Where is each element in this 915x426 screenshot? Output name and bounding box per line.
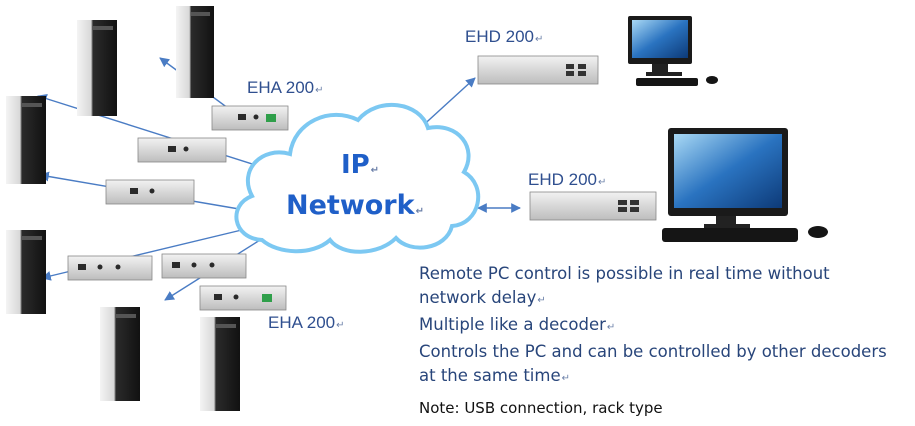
- label-ehd-top-text: EHD 200: [465, 27, 534, 46]
- description-line-3-text: Multiple like a decoder: [419, 315, 606, 334]
- description-line-3: Multiple like a decoder↵: [419, 313, 914, 340]
- description-line-2: network delay↵: [419, 286, 914, 313]
- tower-pc-6: [200, 317, 240, 411]
- desktop-monitor-small: [628, 16, 718, 86]
- cloud-label-network: Network↵: [280, 190, 430, 221]
- return-mark: ↵: [534, 34, 544, 45]
- arrow-ehd-top: [417, 77, 476, 131]
- description-line-5-text: at the same time: [419, 366, 561, 385]
- description-line-2-text: network delay: [419, 288, 537, 307]
- eha-box-2: [137, 137, 227, 163]
- note-text: Note: USB connection, rack type: [419, 399, 663, 417]
- tower-pc-3: [6, 96, 46, 184]
- ehd-box-2: [529, 191, 657, 221]
- return-mark: ↵: [561, 373, 570, 384]
- label-ehd-middle: EHD 200↵: [528, 170, 606, 190]
- tower-pc-1: [77, 20, 117, 116]
- cloud-network-text: Network: [286, 190, 415, 221]
- description-text: Remote PC control is possible in real ti…: [419, 262, 914, 391]
- label-eha-top-text: EHA 200: [247, 78, 315, 97]
- arrow-left-tower-1: [37, 93, 266, 169]
- tower-pc-group: [6, 6, 240, 411]
- label-ehd-top: EHD 200↵: [465, 27, 543, 47]
- ehd-box-1: [477, 55, 599, 85]
- label-eha-bottom-text: EHA 200: [268, 313, 336, 332]
- tower-pc-5: [100, 307, 140, 401]
- tower-pc-4: [6, 230, 46, 314]
- eha-box-1: [211, 105, 289, 131]
- return-mark: ↵: [606, 322, 616, 333]
- description-line-5: at the same time↵: [419, 364, 914, 391]
- return-mark: ↵: [315, 85, 324, 96]
- eha-box-6: [199, 285, 287, 311]
- cloud-ip-text: IP: [340, 150, 370, 180]
- label-ehd-middle-text: EHD 200: [528, 170, 597, 189]
- desktop-monitor-large: [662, 128, 828, 242]
- ip-network-cloud: [234, 102, 481, 254]
- description-line-4-text: Controls the PC and can be controlled by…: [419, 342, 887, 361]
- ehd-decoder-group: [477, 55, 657, 221]
- return-mark: ↵: [537, 295, 546, 306]
- return-mark: ↵: [415, 206, 424, 217]
- return-mark: ↵: [597, 177, 607, 188]
- cloud-label-ip: IP↵: [320, 150, 400, 180]
- label-eha-top: EHA 200↵: [247, 78, 324, 98]
- label-eha-bottom: EHA 200↵: [268, 313, 345, 333]
- description-line-1-text: Remote PC control is possible in real ti…: [419, 264, 830, 283]
- description-line-1: Remote PC control is possible in real ti…: [419, 262, 914, 286]
- tower-pc-2: [176, 6, 214, 98]
- description-line-4: Controls the PC and can be controlled by…: [419, 340, 914, 364]
- return-mark: ↵: [336, 320, 345, 331]
- return-mark: ↵: [370, 165, 380, 176]
- eha-encoder-group: [67, 105, 289, 311]
